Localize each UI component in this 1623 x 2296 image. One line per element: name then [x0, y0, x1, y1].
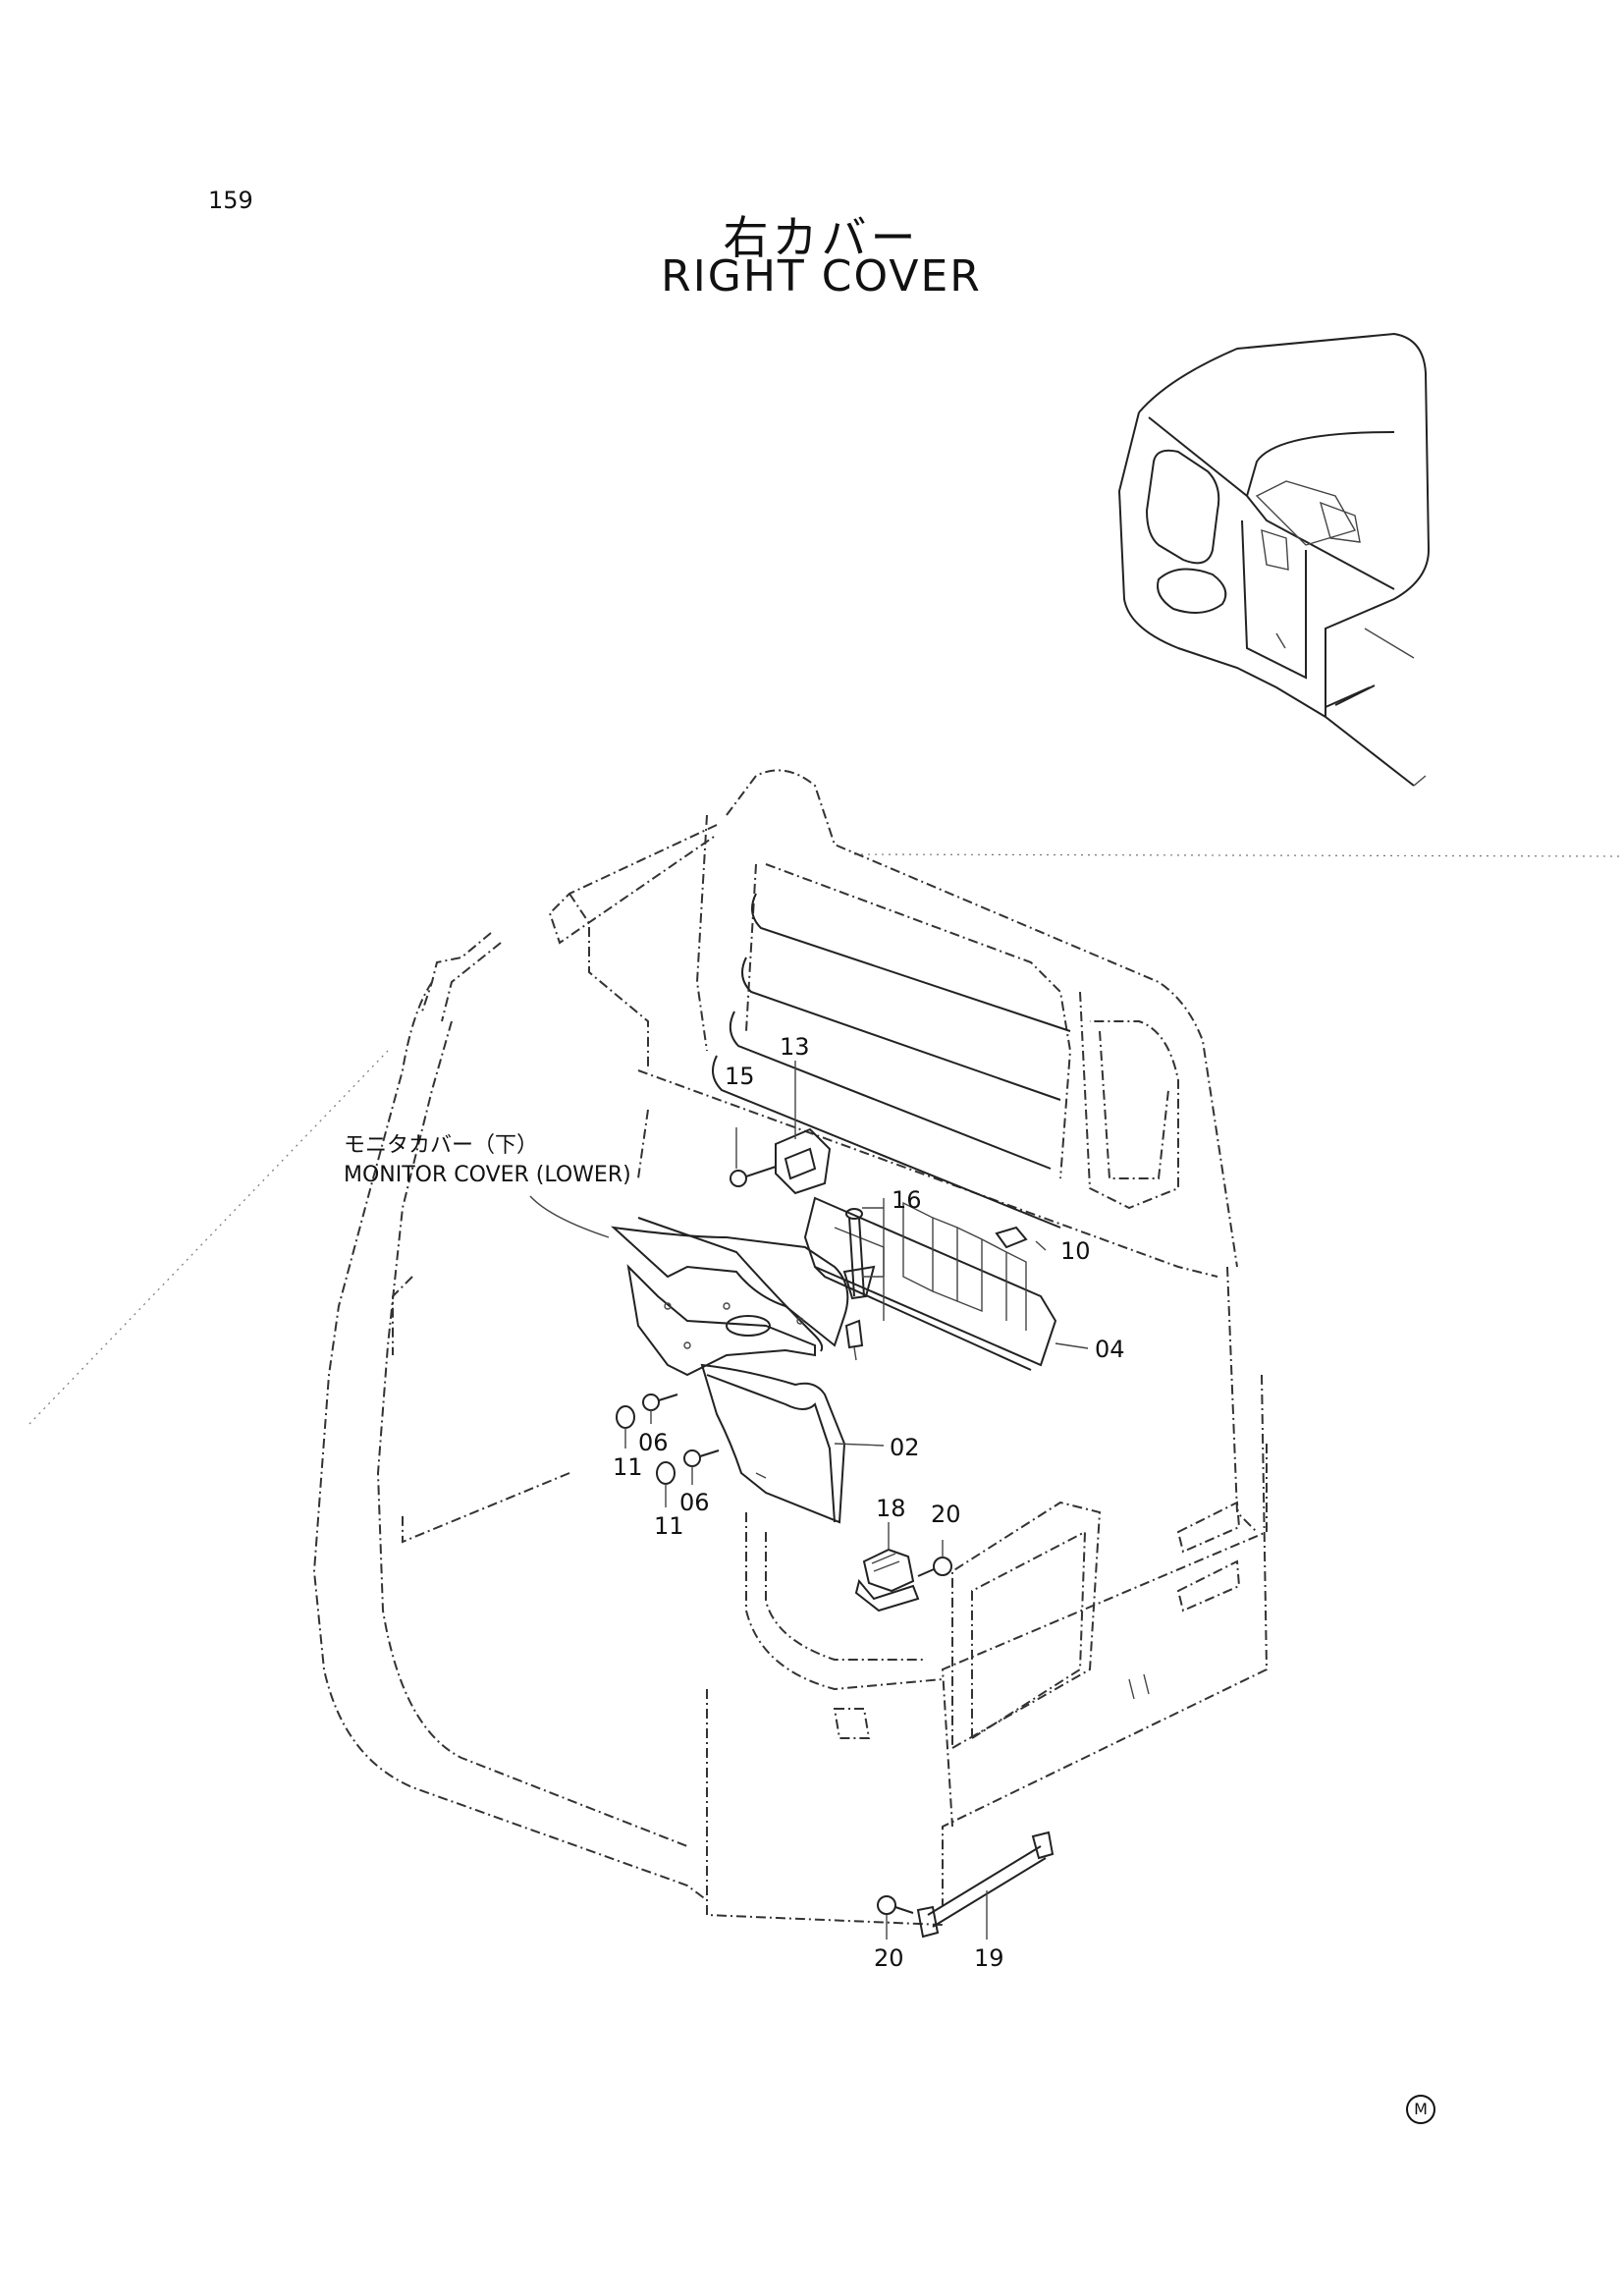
callout-19: 19 — [974, 1944, 1004, 1972]
page-number: 159 — [208, 187, 253, 214]
screw-06-lower — [683, 1449, 720, 1467]
washer-11-upper — [616, 1405, 635, 1429]
monitor-cover-note-jp: モニタカバー（下） — [344, 1133, 539, 1158]
callout-02: 02 — [890, 1434, 920, 1461]
callout-20-lower: 20 — [874, 1944, 904, 1972]
callout-13: 13 — [780, 1033, 810, 1061]
part-15-screw — [730, 1166, 777, 1187]
main-cab-frame — [312, 769, 1269, 1926]
callout-16: 16 — [892, 1186, 922, 1214]
part-10-clip — [995, 1226, 1028, 1249]
callout-20-upper: 20 — [931, 1501, 961, 1528]
window-bars — [712, 893, 1071, 1229]
leader-lines — [529, 1061, 1089, 1940]
part-19-strap — [916, 1831, 1055, 1939]
callout-11-upper: 11 — [613, 1453, 643, 1481]
callout-04: 04 — [1095, 1336, 1125, 1363]
monitor-cover-note: モニタカバー（下） MONITOR COVER (LOWER) — [344, 1131, 631, 1190]
callout-18: 18 — [876, 1495, 906, 1522]
callout-10: 10 — [1060, 1237, 1091, 1265]
screw-20-lower — [877, 1895, 914, 1915]
monitor-cover-lower — [610, 1217, 849, 1377]
callout-06-lower: 06 — [679, 1489, 710, 1516]
page-title-japanese: 右カバー — [723, 211, 920, 264]
part-16-fastener — [842, 1208, 876, 1361]
screw-06-upper — [642, 1394, 678, 1411]
part-04-panel — [803, 1196, 1057, 1371]
inset-cab-overview — [1117, 332, 1431, 787]
manufacturer-mark-icon: M — [1406, 2095, 1435, 2124]
callout-11-lower: 11 — [654, 1512, 684, 1540]
screw-20-upper — [917, 1557, 952, 1577]
part-18-latch — [854, 1548, 920, 1613]
part-13-bracket — [775, 1127, 832, 1195]
callout-06-upper: 06 — [638, 1429, 669, 1456]
part-02-cover — [700, 1363, 846, 1524]
monitor-cover-note-en: MONITOR COVER (LOWER) — [344, 1163, 631, 1187]
callout-15: 15 — [725, 1063, 755, 1090]
page-title-english: RIGHT COVER — [661, 251, 982, 301]
washer-11-lower — [656, 1461, 676, 1485]
